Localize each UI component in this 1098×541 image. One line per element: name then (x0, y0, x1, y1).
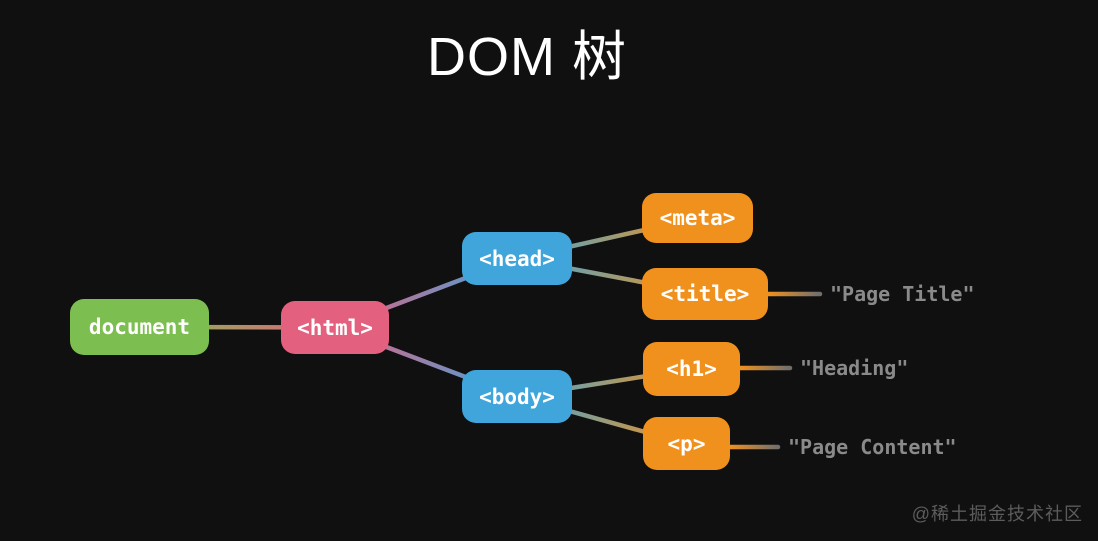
edge-e1 (332, 256, 520, 330)
watermark: @稀土掘金技术社区 (911, 504, 1083, 524)
edge-e0 (137, 324, 338, 330)
page-title: DOM 树 (427, 27, 627, 87)
edge-e5 (514, 366, 694, 399)
edge-e2 (332, 325, 520, 399)
edge-e3 (514, 215, 700, 261)
edge-e4 (514, 256, 708, 297)
edge-e6 (514, 394, 689, 446)
